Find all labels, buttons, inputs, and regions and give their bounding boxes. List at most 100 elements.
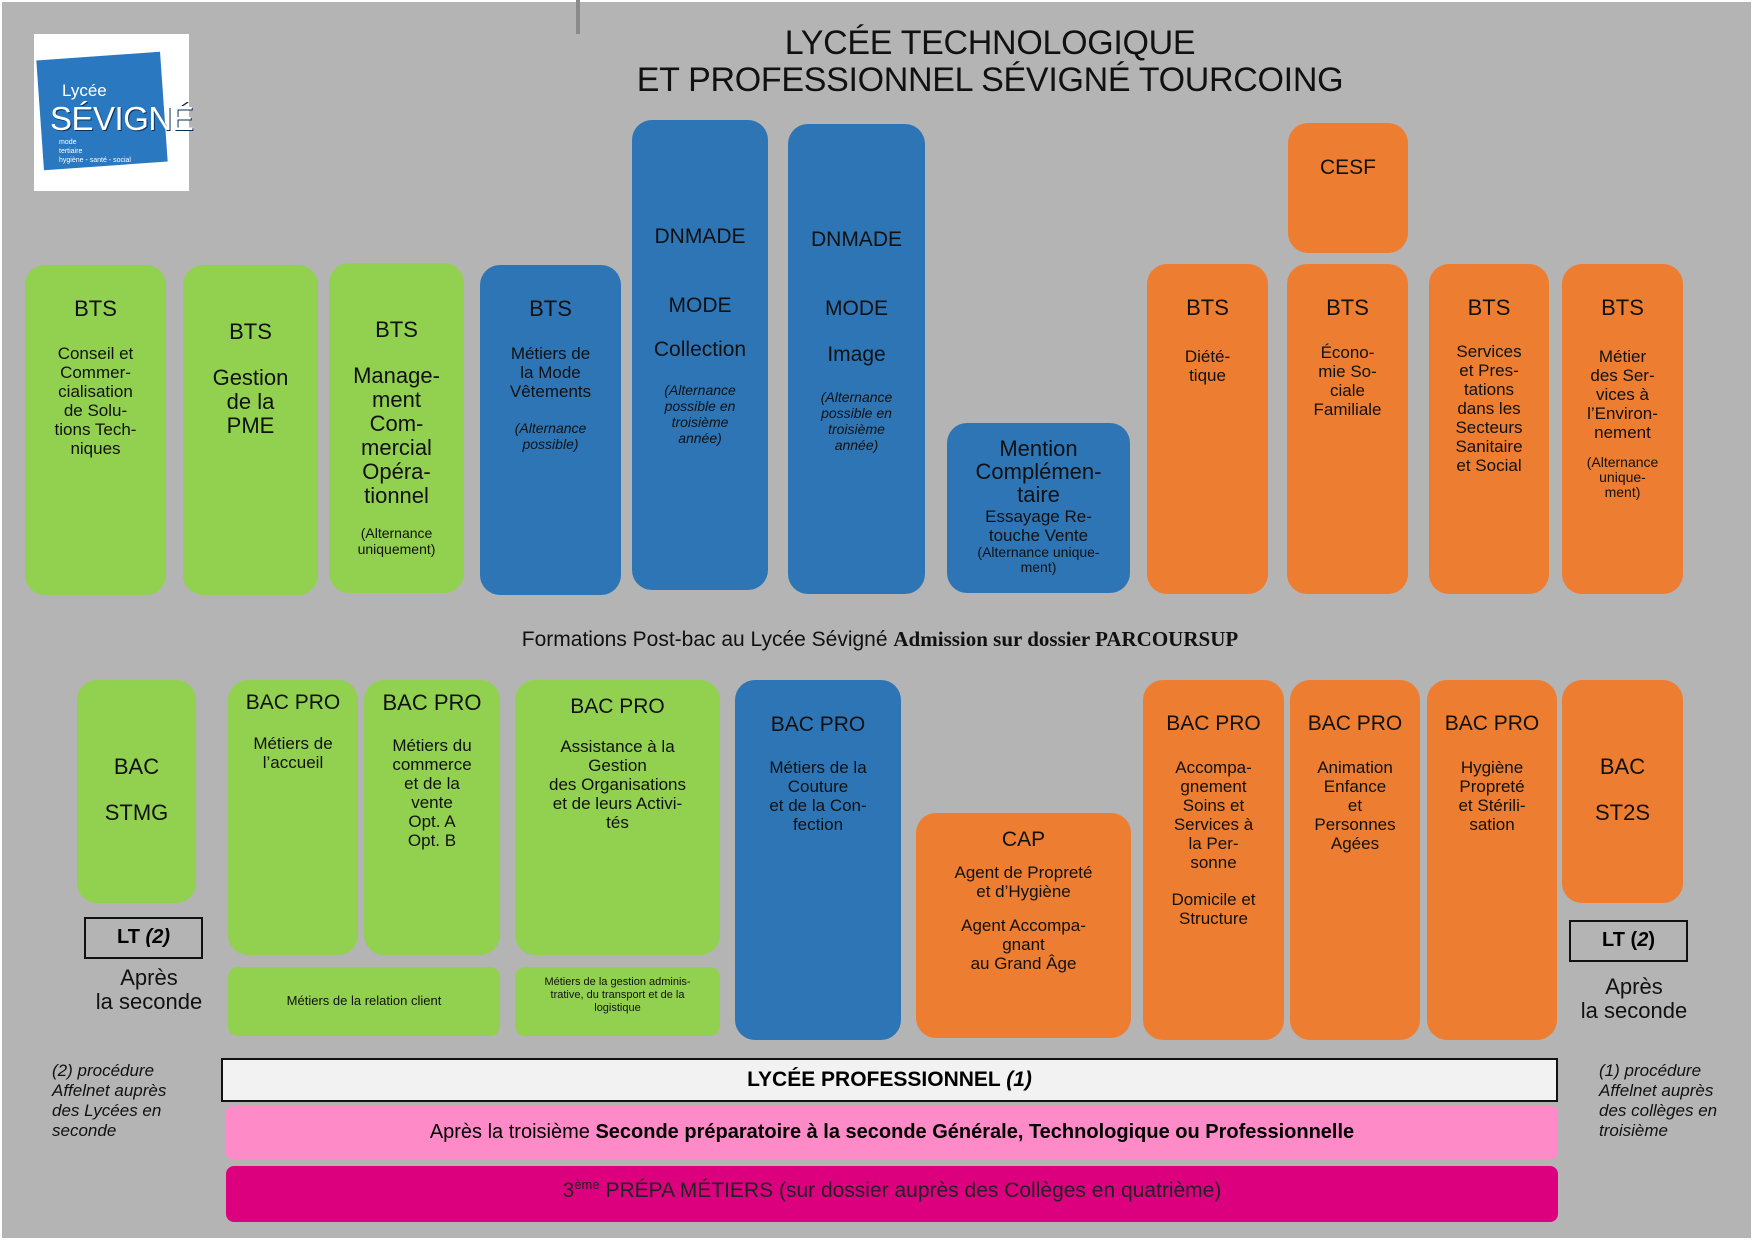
line: Domicile et [1171,890,1256,909]
line: Propreté [1459,777,1525,796]
box-body-2: Domicile et Structure [1143,890,1284,928]
box-bac-st2s: BAC ST2S [1562,680,1683,903]
line: possible en [664,398,736,414]
box-title: BAC PRO [382,690,482,715]
lt-label: LT ( [1602,929,1638,951]
line: Gestion [588,756,647,775]
line: et de leurs Activi- [552,794,683,813]
line: au Grand Âge [970,954,1077,973]
box-body: Métiers de la Mode Vêtements [480,344,621,401]
box-title: CESF [1319,156,1376,179]
bar-prepa-metiers: 3ème PRÉPA MÉTIERS (sur dossier auprès d… [226,1166,1558,1222]
line: fection [792,815,844,834]
box-bacpro-animation: BAC PRO Animation Enfance et Personnes A… [1290,680,1420,1040]
line: (Alternance [514,420,587,436]
box-bacpro-commerce: BAC PRO Métiers du commerce et de la ven… [364,680,500,955]
line: seconde [52,1121,117,1140]
box-bts-mode: BTS Métiers de la Mode Vêtements (Altern… [480,265,621,595]
box-cap: CAP Agent de Propreté et d’Hygiène Agent… [916,813,1131,1038]
line: des collèges en [1599,1101,1718,1120]
box-dnmade-image: DNMADE MODE Image (Alternance possible e… [788,124,925,594]
box-mention-complementaire: Mention Complémen- taire Essayage Re- to… [947,423,1130,593]
bar-lycee-professionnel: LYCÉE PROFESSIONNEL (1) [221,1058,1558,1102]
box-body: Métiers de l’accueil [228,734,358,772]
line: tés [606,813,629,832]
box-body: Animation Enfance et Personnes Agées [1290,758,1420,853]
box-title: BTS [1186,295,1229,320]
box-title: BAC PRO [245,691,341,714]
bar-prefix: Après la troisième [429,1121,596,1143]
box-body: Agent de Propreté et d’Hygiène [916,863,1131,901]
logo-tag-2: tertiaire [59,148,83,155]
bar-ref: (1) [1006,1068,1032,1091]
box-title: BTS [1601,295,1644,320]
line: Commer- [60,363,131,382]
box-bacpro-accueil: BAC PRO Métiers de l’accueil [228,680,358,955]
box-body: Assistance à la Gestion des Organisation… [515,737,720,832]
line: (Alternance unique- [977,544,1100,560]
line: Conseil et [57,344,134,363]
line: Métiers du [392,736,472,755]
line: taire [1017,482,1060,507]
box-note: (Alternance possible en troisième année) [632,382,768,446]
box-note: (Alternance unique- ment) [1562,455,1683,500]
line: logistique [594,1002,641,1014]
box-bacpro-agora: BAC PRO Assistance à la Gestion des Orga… [515,680,720,955]
box-body: Collection [653,338,747,361]
line: et Social [1456,456,1522,475]
line: des Organisations [548,775,687,794]
line: sation [1469,815,1515,834]
box-title: BTS [229,319,272,344]
box-body: Manage- ment Com- mercial Opéra- tionnel [329,364,464,508]
line: troisième [671,414,729,430]
logo-tagline: mode tertiaire hygiène - santé - social [59,138,131,165]
line: et d’Hygiène [976,882,1071,901]
box-title: BAC PRO [570,695,665,718]
line: année) [678,430,722,446]
school-logo: Lycée SÉVIGNÉ mode tertiaire hygiène - s… [34,34,194,191]
note-affelnet-lycees: (2) procédure Affelnet auprès des Lycées… [52,1061,202,1141]
bar-superscript: ème [574,1177,600,1192]
line: ciale [1330,381,1365,400]
line: gnement [1180,777,1247,796]
lt-close: ) [1648,929,1655,951]
box-title: BAC PRO [1444,712,1540,735]
line: Opt. B [407,831,457,850]
line: tique [1189,366,1226,385]
bar-seconde-preparatoire: Après la troisième Seconde préparatoire … [226,1106,1558,1159]
box-bts-esf: BTS Écono- mie So- ciale Familiale [1287,264,1408,594]
line: Opt. A [408,812,456,831]
lt-ref: 2 [1637,929,1649,951]
box-note: (Alternance unique- ment) [947,545,1130,575]
line: gnant [1002,935,1045,954]
logo-tag-1: mode [59,139,77,146]
box-body: Diété- tique [1147,347,1268,385]
box-title: DNMADE [654,225,746,248]
line: (Alternance [820,389,893,405]
box-title: BTS [375,317,418,342]
box-bts-management: BTS Manage- ment Com- mercial Opéra- tio… [329,263,464,593]
line: Mention [999,436,1078,461]
line: Vêtements [509,382,592,401]
lt-badge-left: LT (2) [84,917,203,959]
line: Après [1605,974,1663,999]
line: Essayage Re- [985,507,1092,526]
line: mie So- [1318,362,1377,381]
box-body: Essayage Re- touche Vente [947,507,1130,545]
logo-tag-3: hygiène - santé - social [59,157,131,164]
box-bacpro-asp: BAC PRO Accompa- gnement Soins et Servic… [1143,680,1284,1040]
bar-bold: Seconde préparatoire à la seconde Généra… [595,1121,1355,1143]
box-dnmade-collection: DNMADE MODE Collection (Alternance possi… [632,120,768,590]
line: l’Environ- [1587,404,1658,423]
line: commerce [392,755,472,774]
line: Couture [787,777,849,796]
line: ment [372,387,421,412]
box-title: BTS [529,296,572,321]
box-body: Écono- mie So- ciale Familiale [1287,343,1408,419]
box-title: BAC PRO [1166,712,1261,735]
line: (Alternance [360,525,433,541]
line: trative, du transport et de la [550,989,685,1001]
box-gestion-administrative: Métiers de la gestion adminis- trative, … [515,967,720,1036]
line: de Solu- [63,401,128,420]
